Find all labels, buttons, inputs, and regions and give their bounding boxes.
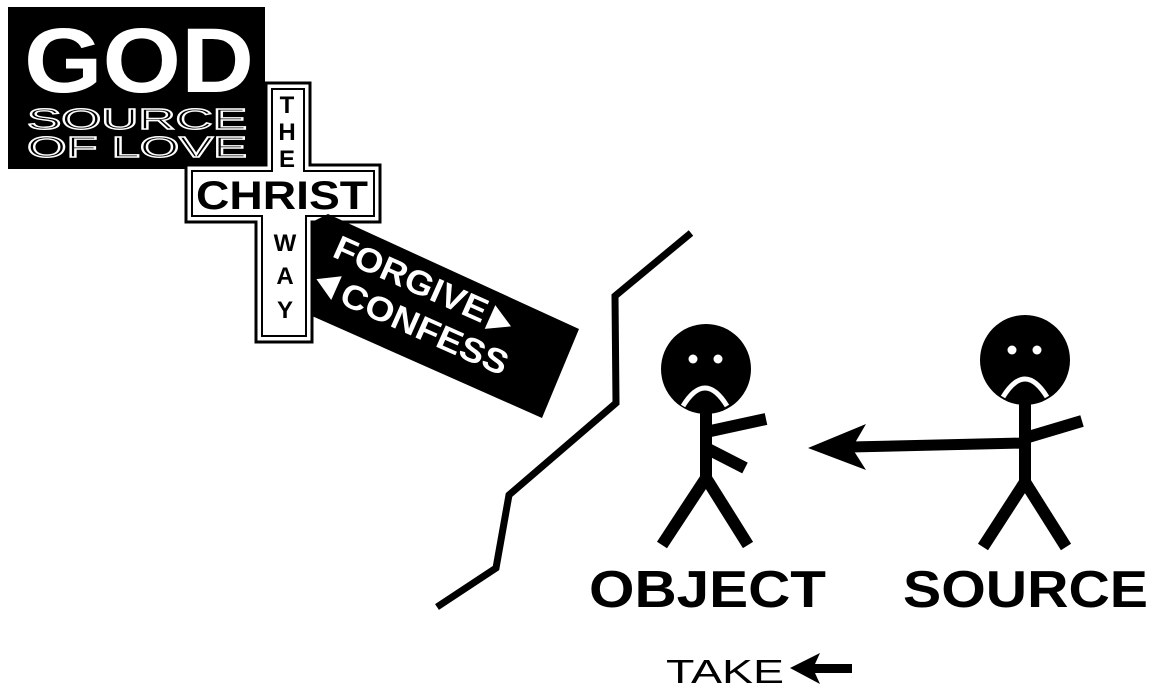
object-leg-right bbox=[700, 474, 754, 549]
cross-letter-a: A bbox=[276, 263, 293, 290]
cross-inner-outline bbox=[191, 88, 375, 337]
source-leg-right bbox=[1019, 478, 1072, 551]
legend-take-label: TAKE bbox=[666, 653, 784, 689]
cross-letter-w: W bbox=[274, 230, 297, 257]
cross-letter-y: Y bbox=[277, 297, 293, 324]
confess-arrow-left-icon bbox=[316, 276, 342, 300]
take-arrow bbox=[808, 424, 1026, 470]
source-leg-left bbox=[977, 478, 1031, 551]
source-eye-right bbox=[1032, 345, 1042, 355]
cross-letter-e: E bbox=[279, 146, 295, 173]
object-head bbox=[661, 324, 751, 414]
source-frown bbox=[1000, 376, 1050, 399]
object-label: OBJECT bbox=[589, 561, 826, 619]
forgive-arrow-right-icon bbox=[484, 305, 512, 329]
god-title: GOD bbox=[24, 10, 254, 112]
object-arm-upper bbox=[704, 413, 768, 438]
cross: T H E CHRIST W A Y bbox=[184, 81, 382, 344]
cross-shape bbox=[184, 81, 382, 344]
legend: TAKE bbox=[666, 653, 852, 689]
forgive-confess-banner: FORGIVE CONFESS bbox=[312, 214, 579, 418]
take-arrow-head-icon bbox=[808, 424, 866, 470]
source-arm-right bbox=[1023, 415, 1084, 444]
object-leg-left bbox=[656, 474, 712, 549]
god-box: GOD SOURCE OF LOVE bbox=[8, 7, 265, 169]
object-eye-right bbox=[713, 354, 723, 364]
object-arm-lower bbox=[703, 442, 748, 474]
god-box-background bbox=[8, 7, 265, 169]
god-subtitle-line1: SOURCE bbox=[27, 104, 247, 136]
object-figure bbox=[656, 324, 768, 549]
take-arrow-shaft bbox=[849, 437, 1026, 453]
cross-crossbar-christ: CHRIST bbox=[196, 174, 368, 218]
cross-letter-t: T bbox=[280, 92, 295, 119]
source-eye-left bbox=[1007, 345, 1017, 355]
god-subtitle-line2: OF LOVE bbox=[27, 132, 247, 164]
source-figure bbox=[977, 315, 1084, 551]
crack-line bbox=[435, 230, 694, 610]
banner-background bbox=[312, 214, 579, 418]
source-head bbox=[980, 315, 1070, 405]
cross-letter-h: H bbox=[278, 119, 295, 146]
legend-left-arrow-icon bbox=[790, 653, 852, 684]
object-eye-left bbox=[688, 354, 698, 364]
source-label: SOURCE bbox=[903, 561, 1148, 619]
object-frown bbox=[680, 385, 730, 408]
